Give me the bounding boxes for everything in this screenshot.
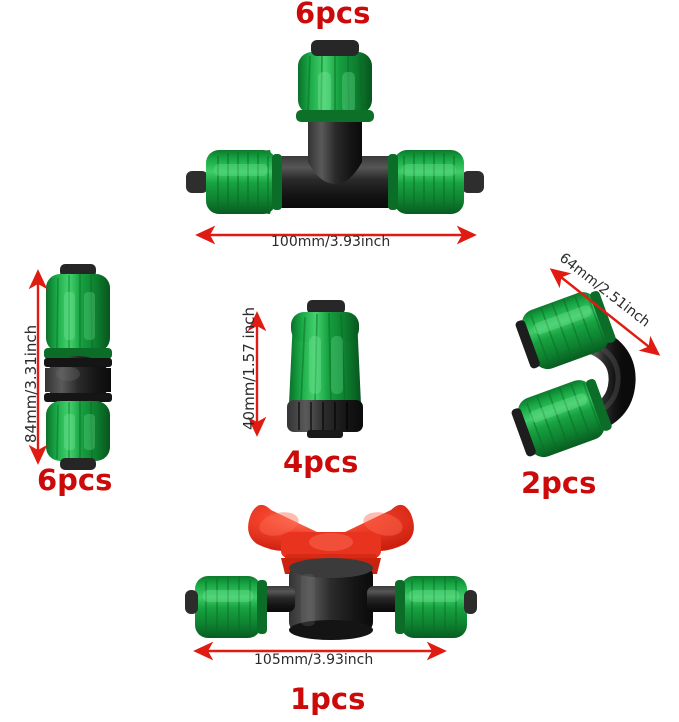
product-shutoff-valve	[185, 492, 477, 652]
coupler-black-middle	[44, 356, 112, 404]
tee-left-nipple	[186, 171, 208, 193]
product-end-cap	[281, 300, 369, 440]
end-cap-graphic	[287, 300, 363, 438]
dimension-arrow-coupler	[28, 269, 48, 465]
tee-top-green-cap	[296, 40, 374, 122]
endcap-top-nipple	[307, 300, 345, 314]
product-tee-connector	[180, 38, 490, 228]
coupler-lower-green	[46, 401, 110, 462]
tee-right-green-cap	[388, 150, 464, 214]
quantity-label-valve: 1pcs	[290, 682, 366, 716]
valve-black-barrel	[289, 558, 373, 640]
product-straight-coupler	[38, 262, 118, 472]
tee-left-green-cap	[206, 150, 282, 214]
valve-right-green-cap	[395, 576, 477, 638]
shutoff-valve-graphic	[185, 504, 477, 640]
dimension-arrow-valve	[193, 641, 447, 661]
coupler-top-nipple	[60, 264, 96, 277]
endcap-black-collar	[287, 400, 363, 438]
straight-coupler-graphic	[44, 264, 112, 470]
quantity-label-coupler: 6pcs	[37, 463, 113, 497]
dimension-label-end-cap: 40mm/1.57 inch	[240, 307, 258, 430]
dimension-label-valve: 105mm/3.93inch	[254, 652, 374, 668]
valve-left-green-cap	[185, 576, 267, 638]
dimension-label-tee: 100mm/3.93inch	[271, 234, 391, 250]
dimension-arrow-elbow	[549, 268, 661, 356]
endcap-green-body	[289, 312, 361, 405]
quantity-label-tee: 6pcs	[295, 0, 371, 30]
dimension-label-coupler: 84mm/3.31inch	[22, 324, 40, 443]
elbow-lower-green-cap	[511, 378, 612, 458]
dimension-arrow-tee	[195, 225, 477, 245]
quantity-label-end-cap: 4pcs	[283, 445, 359, 479]
coupler-upper-green	[44, 274, 112, 359]
coupler-bottom-nipple	[60, 458, 96, 470]
dimension-arrow-end-cap	[247, 311, 267, 437]
tee-right-nipple	[462, 171, 484, 193]
tee-connector-graphic	[186, 40, 484, 214]
quantity-label-elbow: 2pcs	[521, 466, 597, 500]
